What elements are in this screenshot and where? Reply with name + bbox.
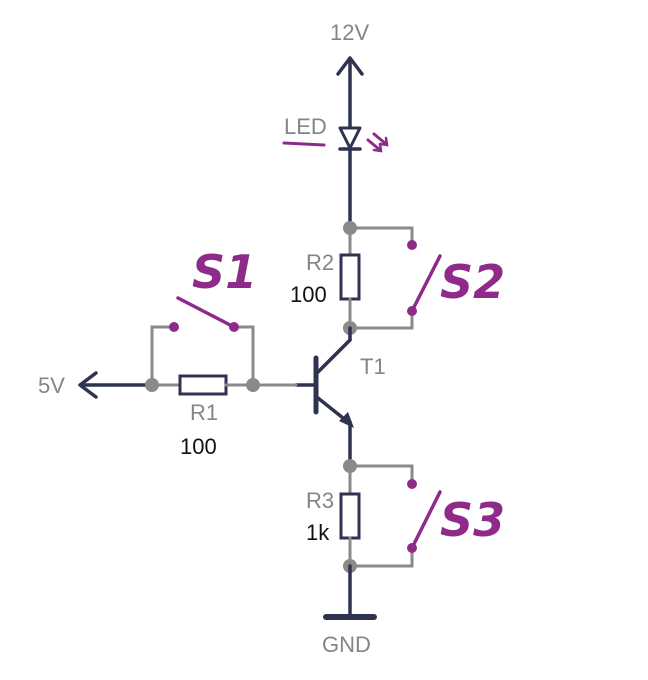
led-emission-arrows-icon bbox=[366, 132, 389, 153]
supply-12v bbox=[336, 56, 364, 130]
resistor-r1 bbox=[150, 374, 298, 396]
switch-s1 bbox=[150, 296, 255, 387]
resistor-r2 bbox=[339, 226, 361, 330]
label-r3-value: 1k bbox=[306, 520, 330, 545]
node-r1-left bbox=[145, 378, 159, 392]
switch-s3 bbox=[348, 464, 442, 568]
ground-symbol bbox=[323, 564, 377, 620]
label-s1: S1 bbox=[192, 245, 257, 299]
label-s2: S2 bbox=[440, 255, 505, 309]
label-r2-value: 100 bbox=[290, 282, 327, 307]
node-r3-top bbox=[343, 459, 357, 473]
label-r2-name: R2 bbox=[306, 250, 334, 275]
node-r2-top bbox=[343, 221, 357, 235]
led-annotation-underline bbox=[282, 141, 326, 147]
label-r3-name: R3 bbox=[306, 488, 334, 513]
label-r1-value: 100 bbox=[180, 434, 217, 459]
label-r1-name: R1 bbox=[190, 400, 218, 425]
label-gnd: GND bbox=[322, 632, 371, 657]
transistor-t1 bbox=[294, 326, 354, 468]
resistor-r3 bbox=[339, 464, 361, 568]
label-led: LED bbox=[284, 114, 327, 139]
label-5v: 5V bbox=[38, 373, 65, 398]
label-12v: 12V bbox=[330, 20, 369, 45]
label-t1: T1 bbox=[360, 354, 386, 379]
switch-s2 bbox=[348, 226, 442, 330]
led-symbol bbox=[338, 126, 389, 230]
node-r1-right bbox=[246, 378, 260, 392]
supply-5v bbox=[78, 371, 154, 399]
label-s3: S3 bbox=[440, 493, 505, 547]
